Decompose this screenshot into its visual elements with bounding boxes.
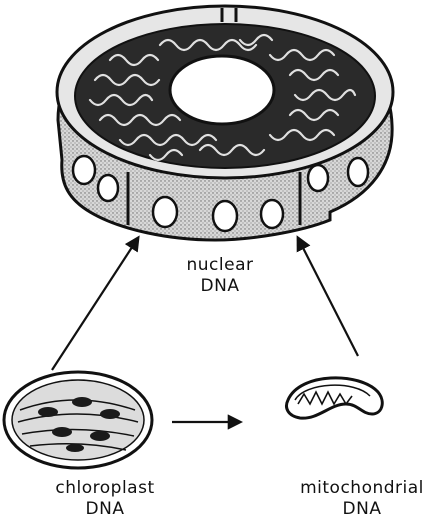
nuclear-dna-label: nuclear DNA <box>150 255 290 297</box>
chloroplast-dna-label: chloroplast DNA <box>10 478 200 520</box>
mitochondrial-label-line2: DNA <box>282 499 442 520</box>
mitochondrial-label-line1: mitochondrial <box>282 478 442 499</box>
chloroplast-illustration <box>4 372 152 468</box>
nucleolus-hole <box>170 56 274 124</box>
arrow-chloroplast-to-nucleus <box>52 238 138 370</box>
nucleus-illustration <box>57 6 393 240</box>
mitochondrion-illustration <box>287 378 383 418</box>
chloroplast-label-line1: chloroplast <box>10 478 200 499</box>
chloroplast-label-line2: DNA <box>10 499 200 520</box>
mitochondrial-dna-label: mitochondrial DNA <box>282 478 442 520</box>
nuclear-label-line1: nuclear <box>150 255 290 276</box>
arrow-mitochondrion-to-nucleus <box>298 238 358 356</box>
nuclear-label-line2: DNA <box>150 276 290 297</box>
